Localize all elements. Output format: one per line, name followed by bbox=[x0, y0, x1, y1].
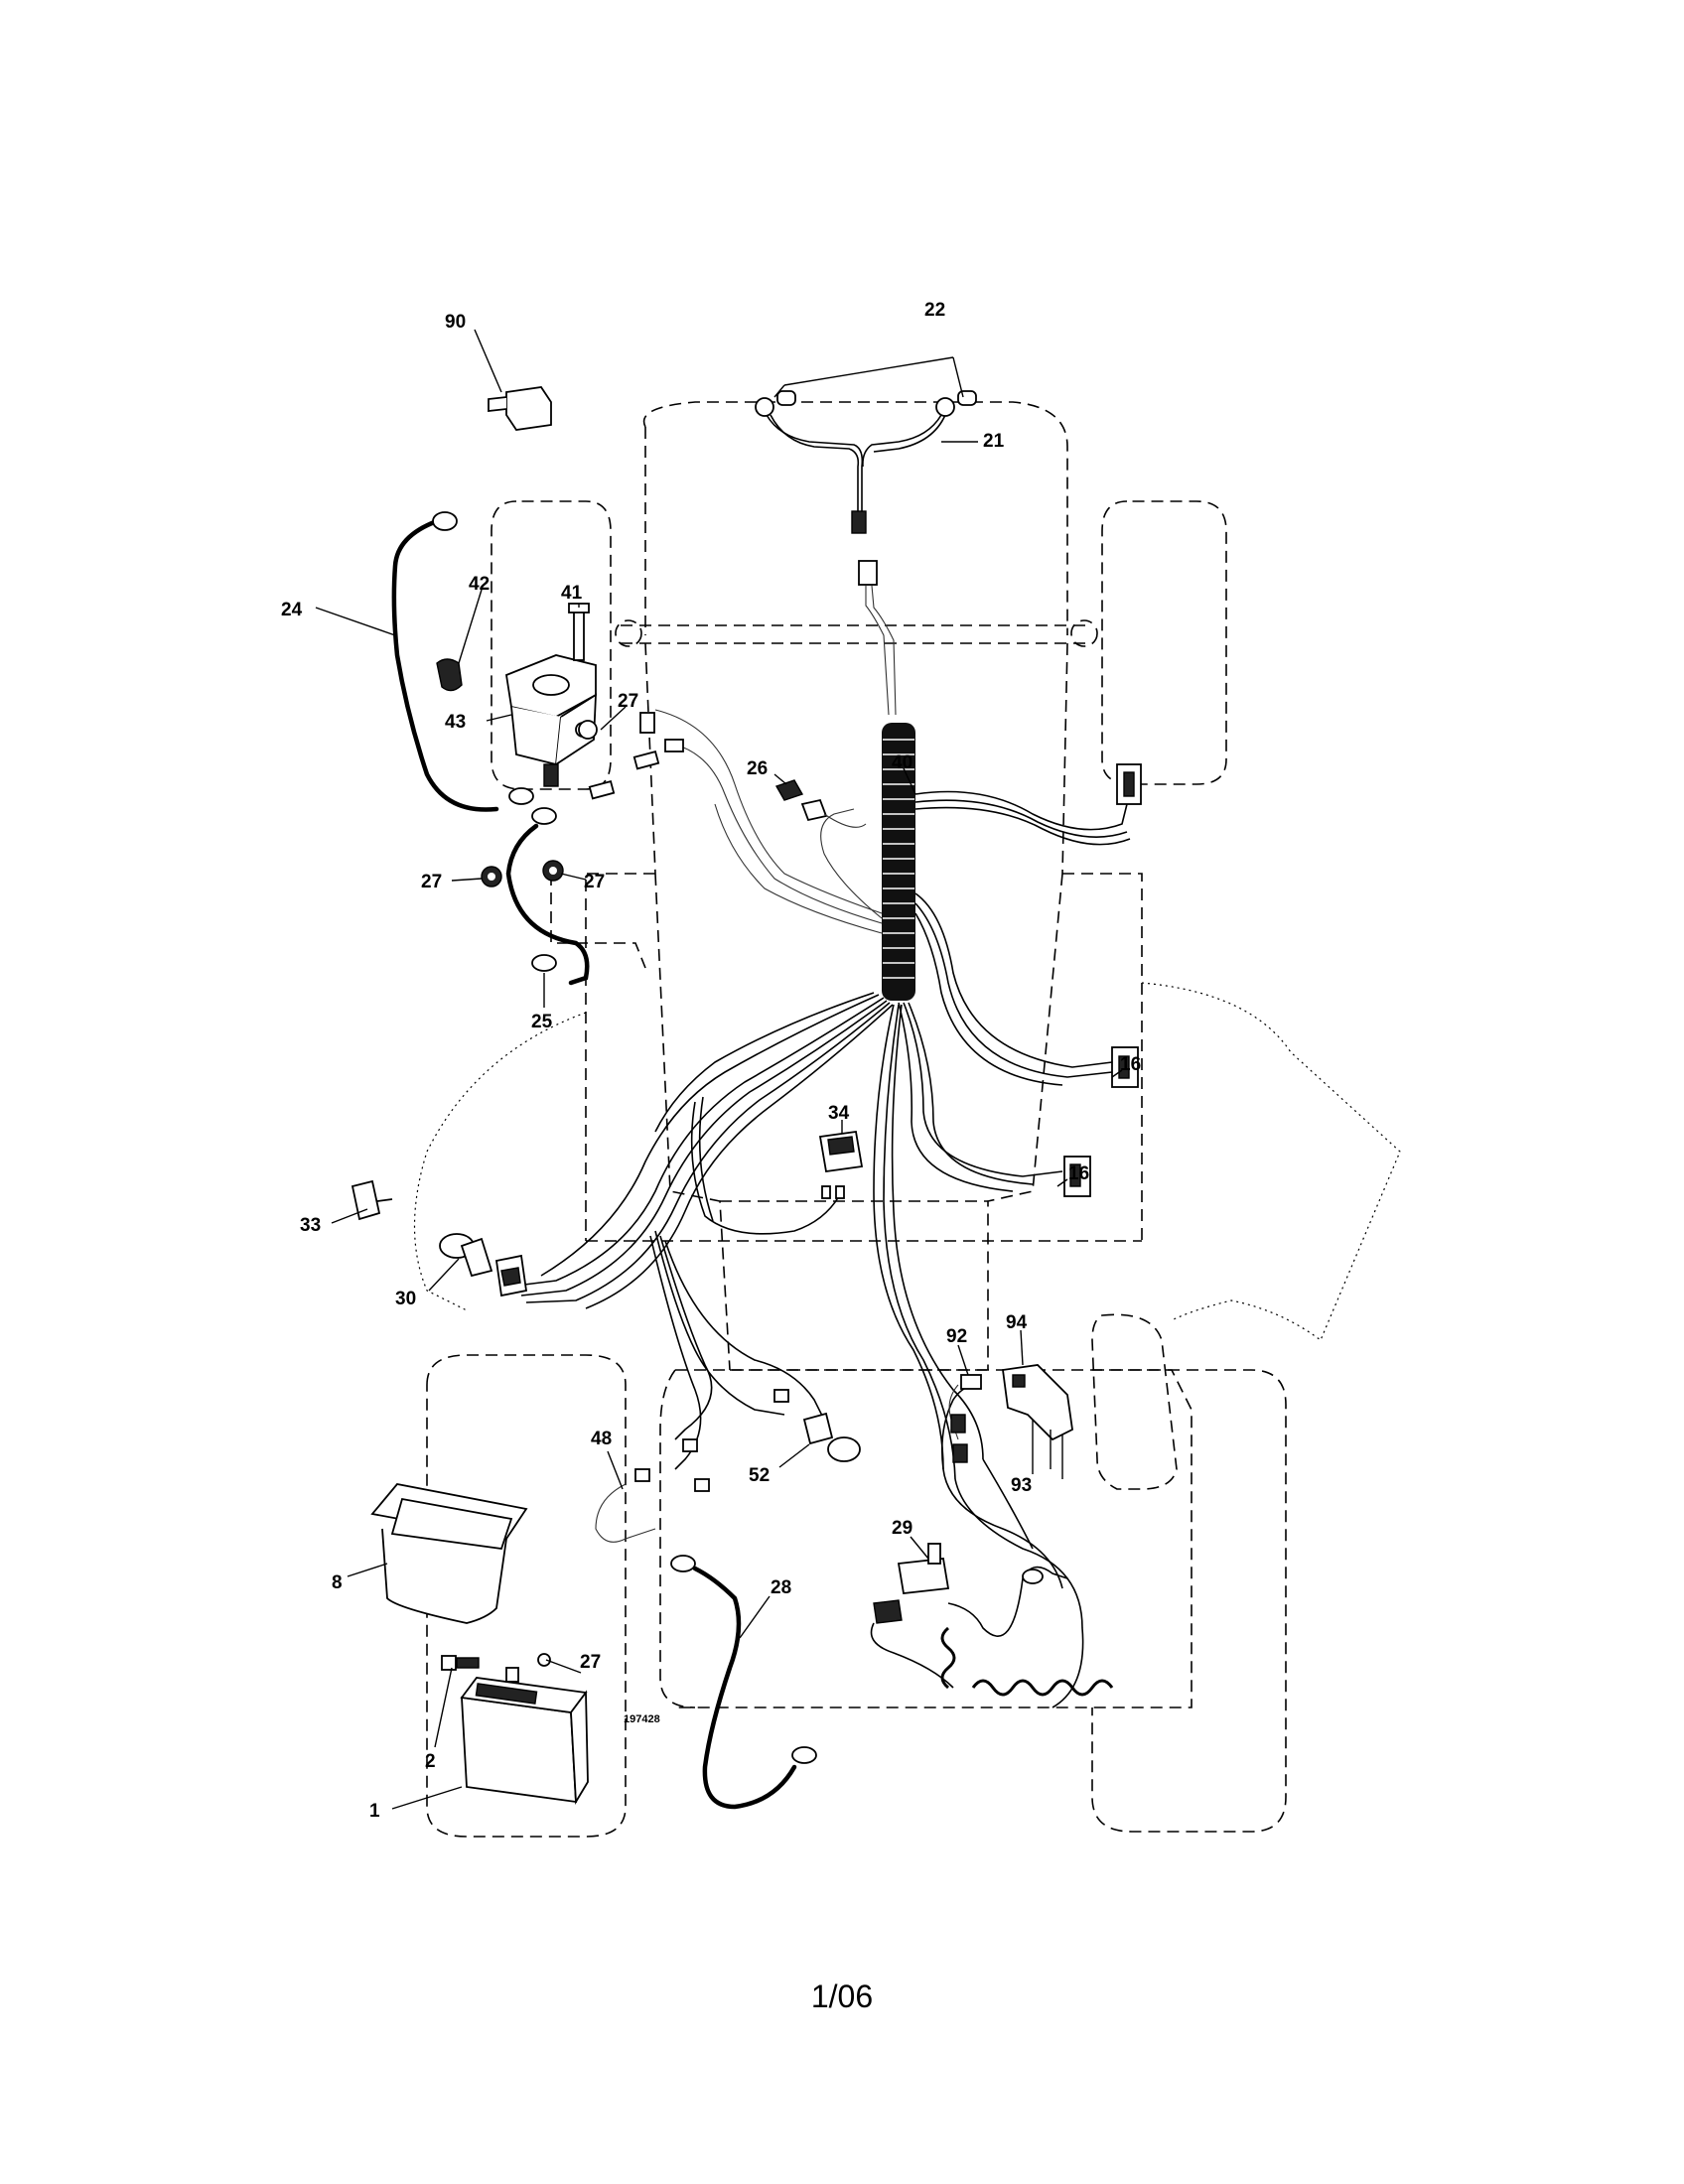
callout-33: 33 bbox=[300, 1215, 321, 1236]
callout-41: 41 bbox=[561, 583, 583, 604]
callout-24: 24 bbox=[281, 600, 303, 620]
callout-29: 29 bbox=[892, 1518, 912, 1539]
part-34-shape bbox=[818, 1130, 864, 1199]
leader-lines bbox=[315, 329, 1123, 1810]
callout-27b: 27 bbox=[421, 872, 442, 892]
part-48-52-shape bbox=[595, 1389, 861, 1543]
part-30-shape bbox=[439, 1233, 528, 1297]
callout-26: 26 bbox=[747, 758, 768, 779]
callout-16a: 16 bbox=[1120, 1054, 1141, 1075]
callout-40: 40 bbox=[892, 752, 912, 773]
callout-1: 1 bbox=[369, 1801, 380, 1822]
callout-27c: 27 bbox=[584, 872, 605, 892]
callout-94: 94 bbox=[1006, 1312, 1028, 1333]
callout-43: 43 bbox=[445, 712, 466, 733]
callout-27d: 27 bbox=[580, 1652, 601, 1673]
callout-34: 34 bbox=[828, 1103, 850, 1124]
callout-92: 92 bbox=[946, 1326, 967, 1347]
part-29-shape bbox=[870, 1543, 1114, 1697]
headlight-harness bbox=[755, 390, 977, 716]
callout-42: 42 bbox=[469, 574, 490, 595]
tractor-outline bbox=[413, 401, 1401, 1838]
callout-52: 52 bbox=[749, 1465, 770, 1486]
callout-27a: 27 bbox=[618, 691, 638, 712]
callout-90: 90 bbox=[445, 312, 466, 333]
callout-93: 93 bbox=[1011, 1475, 1032, 1496]
part-26-shape bbox=[774, 779, 867, 828]
part-92-94-shape bbox=[948, 1364, 1073, 1479]
part-8-shape bbox=[370, 1483, 528, 1624]
part-28-cable-shape bbox=[670, 1555, 817, 1810]
starter-solenoid-group bbox=[391, 511, 684, 986]
part-33-shape bbox=[351, 1179, 393, 1221]
callout-25: 25 bbox=[531, 1012, 553, 1032]
drawing-code: 197428 bbox=[624, 1713, 660, 1725]
callout-48: 48 bbox=[591, 1429, 612, 1449]
callout-30: 30 bbox=[395, 1289, 416, 1309]
callout-22: 22 bbox=[924, 300, 945, 321]
callout-labels: 90 22 21 24 42 41 43 27 26 40 27 27 25 1… bbox=[281, 300, 1141, 1822]
callout-28: 28 bbox=[771, 1577, 791, 1598]
main-wiring-harness bbox=[515, 709, 1142, 1708]
callout-2: 2 bbox=[425, 1751, 436, 1772]
callout-8: 8 bbox=[332, 1572, 343, 1593]
part-1-battery-shape bbox=[441, 1653, 589, 1805]
part-90-shape bbox=[488, 386, 552, 431]
page-footer: 1/06 bbox=[810, 1979, 874, 2014]
callout-16b: 16 bbox=[1068, 1163, 1089, 1184]
callout-21: 21 bbox=[983, 431, 1005, 452]
